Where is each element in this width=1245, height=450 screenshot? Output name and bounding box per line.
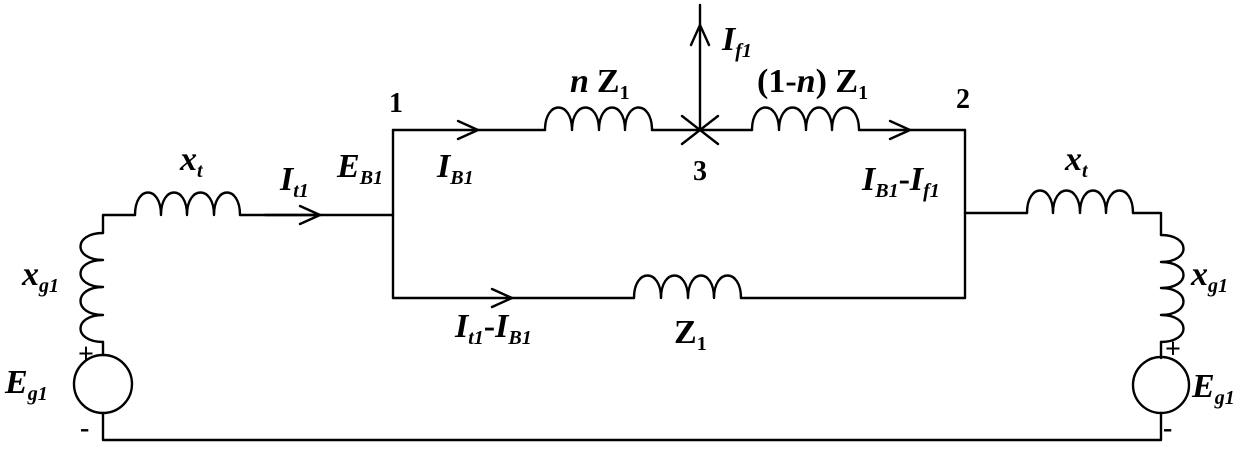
minus-sign-right: - [1163,413,1172,444]
label-if1: If1 [721,21,752,62]
node-label-2: 2 [956,84,970,115]
plus-sign-left: + [78,339,94,370]
inductor-nz1 [543,106,654,132]
label-xg-right: xg1 [1190,256,1228,297]
inductor-xg-right [1159,233,1185,344]
label-xg-left: xg1 [21,256,59,297]
wire-left-xg-top [101,213,137,235]
arrow-if1-head [689,23,711,47]
label-ib1-minus-if1: IB1-If1 [861,161,940,202]
minus-sign-left: - [80,413,89,444]
wires [101,3,1163,442]
arrows [263,23,912,309]
label-z1: Z1 [674,314,707,355]
node-label-3: 3 [693,156,707,187]
label-it1: It1 [279,161,309,202]
label-eg-left: Eg1 [4,364,48,405]
inductor-z1-bottom [632,274,743,300]
label-ib1: IB1 [436,148,474,189]
voltage-source-left [72,353,134,415]
fault-cross-b [680,114,720,146]
inductor-one-minus-nz1 [750,106,861,132]
arrow-ib1-head [456,119,480,141]
inductor-xg-left [79,231,105,344]
label-eg-right: Eg1 [1191,368,1235,409]
plus-sign-right: + [1165,334,1181,365]
label-one-minus-nz1: (1-n) Z1 [757,63,868,104]
wire-right-xg-top [1131,211,1163,237]
arrow-it1-head [298,204,322,226]
arrow-ib1-if1-head [888,119,912,141]
inductor-xt-left [133,191,242,217]
label-xt-right: xt [1064,141,1089,182]
label-it1-minus-ib1: It1-IB1 [454,308,532,349]
label-eb1: EB1 [336,148,383,189]
inductors [79,106,1185,344]
node-label-1: 1 [389,88,403,119]
wire-ground-return [101,411,1163,442]
inductor-xt-right [1025,189,1135,215]
arrow-it1-ib1-head [490,287,514,309]
voltage-source-right [1131,355,1191,415]
label-xt-left: xt [179,141,204,182]
